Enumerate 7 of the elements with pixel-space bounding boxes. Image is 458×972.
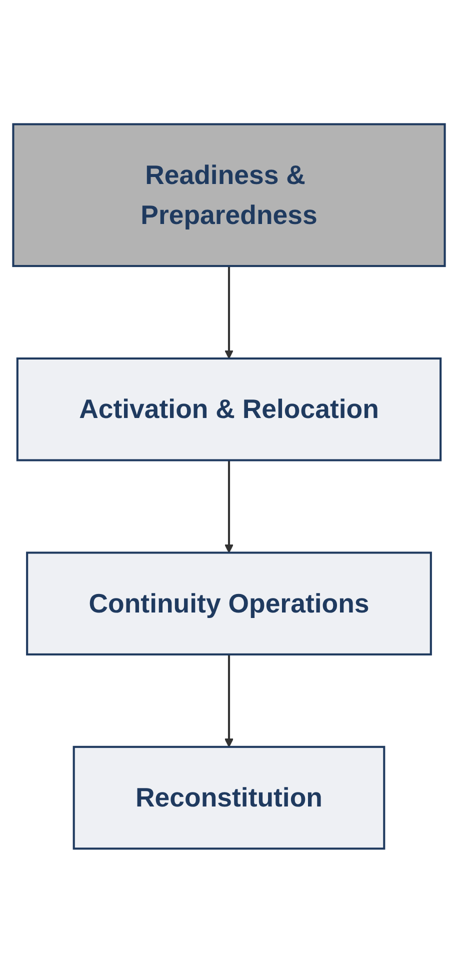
arrow [224,266,234,358]
arrow [224,460,234,553]
arrow [224,654,234,747]
node-box: Continuity Operations [26,551,432,656]
node-box: Readiness & Preparedness [12,122,446,267]
node-box: Reconstitution [72,745,386,850]
node-box: Activation & Relocation [16,357,442,461]
